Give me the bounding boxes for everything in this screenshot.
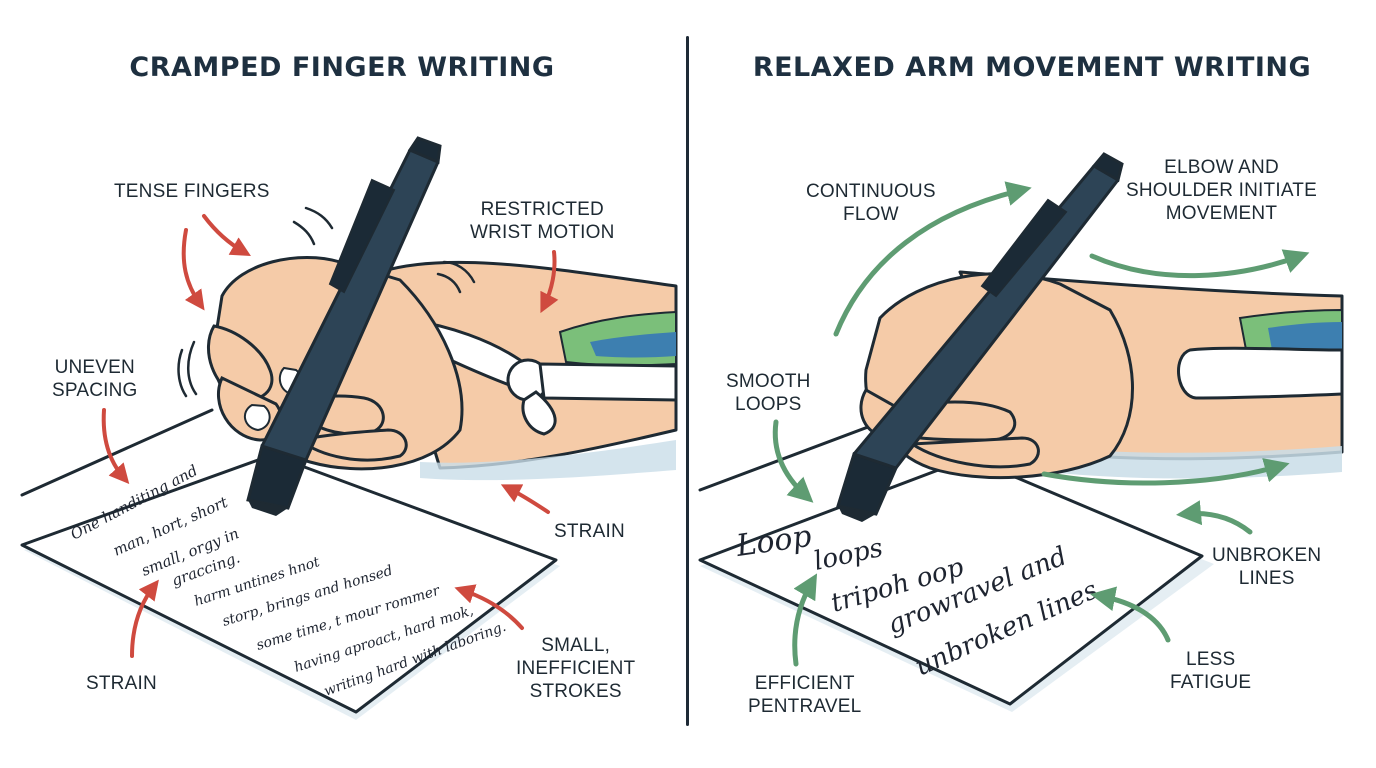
label-less-fatigue: LESS FATIGUE <box>1170 648 1251 694</box>
label-uneven-spacing: UNEVEN SPACING <box>52 356 138 402</box>
label-elbow-shoulder-line3: MOVEMENT <box>1126 202 1317 225</box>
label-smooth-loops-line2: LOOPS <box>726 393 811 416</box>
label-strain-right: STRAIN <box>554 520 625 543</box>
label-less-fatigue-line2: FATIGUE <box>1170 671 1251 694</box>
label-unbroken-lines-line2: LINES <box>1212 567 1321 590</box>
label-strain-bottom-text: STRAIN <box>86 673 157 694</box>
label-continuous-flow-line2: FLOW <box>806 203 936 226</box>
label-restricted-wrist: RESTRICTED WRIST MOTION <box>470 198 615 244</box>
label-tense-fingers-text: TENSE FINGERS <box>114 181 270 202</box>
right-panel-title: RELAXED ARM MOVEMENT WRITING <box>714 52 1350 83</box>
label-less-fatigue-line1: LESS <box>1170 648 1251 671</box>
label-tense-fingers: TENSE FINGERS <box>114 180 270 203</box>
arrow-unbroken-lines <box>1186 514 1250 532</box>
panel-divider <box>686 36 689 726</box>
label-unbroken-lines-line1: UNBROKEN <box>1212 544 1321 567</box>
left-panel-title: CRAMPED FINGER WRITING <box>72 52 612 83</box>
label-elbow-shoulder-line2: SHOULDER INITIATE <box>1126 179 1317 202</box>
arrow-strain-right <box>508 488 548 512</box>
label-uneven-spacing-line2: SPACING <box>52 379 138 402</box>
label-strain-bottom: STRAIN <box>86 672 157 695</box>
label-strain-right-text: STRAIN <box>554 521 625 542</box>
label-restricted-wrist-line2: WRIST MOTION <box>470 221 615 244</box>
label-small-strokes: SMALL, INEFFICIENT STROKES <box>516 634 635 703</box>
label-elbow-shoulder: ELBOW AND SHOULDER INITIATE MOVEMENT <box>1126 156 1317 225</box>
arrow-tense-fingers-1 <box>204 216 244 252</box>
label-efficient-pentravel: EFFICIENT PENTRAVEL <box>748 672 861 718</box>
label-continuous-flow-line1: CONTINUOUS <box>806 180 936 203</box>
label-unbroken-lines: UNBROKEN LINES <box>1212 544 1321 590</box>
label-continuous-flow: CONTINUOUS FLOW <box>806 180 936 226</box>
label-uneven-spacing-line1: UNEVEN <box>52 356 138 379</box>
arrow-uneven-spacing <box>104 410 124 478</box>
label-efficient-pentravel-line1: EFFICIENT <box>748 672 861 695</box>
label-restricted-wrist-line1: RESTRICTED <box>470 198 615 221</box>
arrow-tense-fingers-2 <box>184 230 200 304</box>
arrow-smooth-loops <box>775 422 806 496</box>
label-small-strokes-line1: SMALL, <box>516 634 635 657</box>
label-elbow-shoulder-line1: ELBOW AND <box>1126 156 1317 179</box>
label-small-strokes-line2: INEFFICIENT <box>516 657 635 680</box>
arrow-elbow-shoulder <box>1092 256 1300 276</box>
label-smooth-loops-line1: SMOOTH <box>726 370 811 393</box>
label-efficient-pentravel-line2: PENTRAVEL <box>748 695 861 718</box>
label-smooth-loops: SMOOTH LOOPS <box>726 370 811 416</box>
label-small-strokes-line3: STROKES <box>516 680 635 703</box>
